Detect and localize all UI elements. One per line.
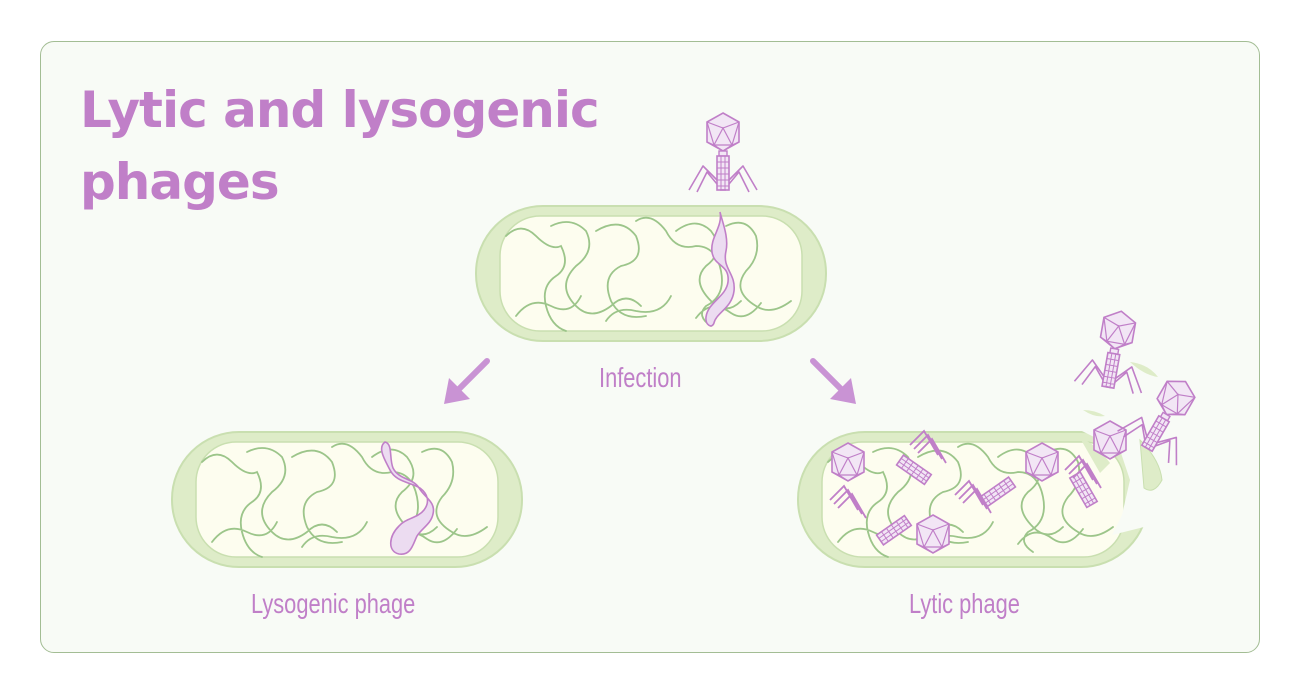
arrow-to-lytic bbox=[810, 358, 856, 404]
phage-dna-strand bbox=[705, 211, 735, 327]
lysogenic-cell bbox=[171, 431, 523, 568]
title-line-1: Lytic and lysogenic bbox=[80, 81, 600, 139]
arrow-to-lysogenic bbox=[444, 358, 490, 404]
lytic-label: Lytic phage bbox=[909, 588, 1020, 619]
infection-label: Infection bbox=[599, 362, 682, 393]
integrated-prophage bbox=[380, 441, 435, 555]
lysogenic-label: Lysogenic phage bbox=[251, 588, 416, 619]
phage-attached bbox=[689, 113, 757, 192]
title-line-2: phages bbox=[80, 153, 280, 211]
page-title: Lytic and lysogenic phages bbox=[80, 74, 600, 218]
infection-cell bbox=[475, 205, 827, 342]
lytic-cell bbox=[797, 362, 1172, 568]
